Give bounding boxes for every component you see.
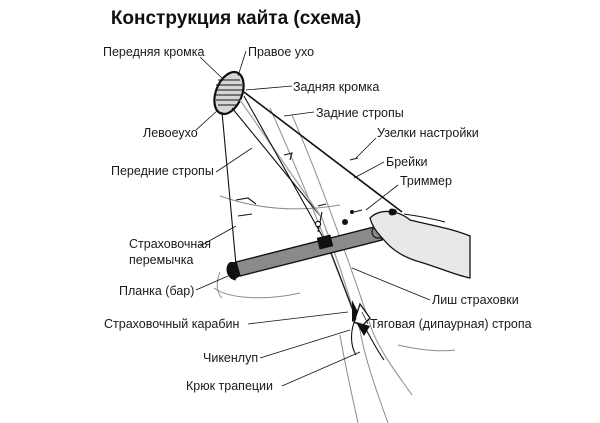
kite-canopy	[213, 70, 245, 116]
front-line-right	[231, 107, 323, 219]
adjust-knots	[235, 152, 363, 217]
label-safety-line-1: Страховочная	[129, 237, 211, 251]
label-right-tip: Правое ухо	[248, 45, 314, 59]
rear-line-right	[243, 91, 403, 213]
label-bridles: Брейки	[386, 155, 428, 169]
rider-outline	[213, 107, 456, 423]
label-safety-carabiner: Страховочный карабин	[104, 317, 239, 331]
label-bar: Планка (бар)	[119, 284, 194, 298]
label-leading-edge: Передняя кромка	[103, 45, 204, 59]
front-line-left	[221, 111, 237, 266]
label-trimmer: Триммер	[400, 174, 452, 188]
right-hand	[369, 208, 471, 279]
trimmer-knot	[342, 219, 348, 225]
label-chicken-loop: Чикенлуп	[203, 351, 258, 365]
label-trailing-edge: Задняя кромка	[293, 80, 379, 94]
rear-line-knot	[391, 209, 397, 215]
bridle-knot	[350, 210, 354, 214]
labels: Передняя кромка Правое ухо Задняя кромка…	[103, 45, 532, 393]
label-harness-hook: Крюк трапеции	[186, 379, 273, 393]
label-left-tip: Левоеухо	[143, 126, 198, 140]
label-rear-lines: Задние стропы	[316, 106, 404, 120]
label-front-lines: Передние стропы	[111, 164, 214, 178]
label-safety-line-2: перемычка	[129, 253, 193, 267]
depower-ring	[314, 220, 322, 228]
label-adjust-knots: Узелки настройки	[377, 126, 479, 140]
control-bar	[226, 225, 385, 280]
leader-lines	[195, 50, 431, 387]
label-depower-line: Тяговая (дипаурная) стропа	[370, 317, 532, 331]
label-safety-leash: Лиш страховки	[432, 293, 519, 307]
diagram-title: Конструкция кайта (схема)	[111, 8, 361, 29]
